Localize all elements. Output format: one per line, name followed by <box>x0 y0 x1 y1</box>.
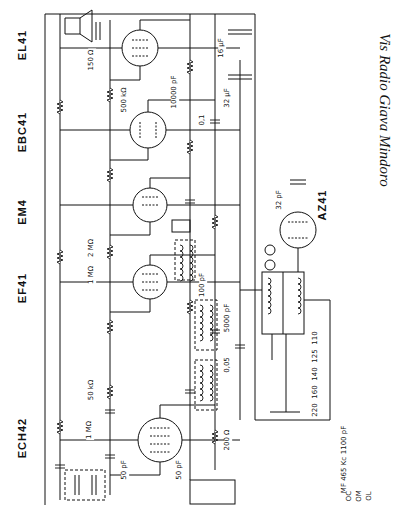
wire <box>110 14 215 495</box>
tube-name: AZ41 <box>316 189 328 222</box>
output-transformer <box>96 22 100 40</box>
resistor-symbol <box>57 420 63 434</box>
component-value: 160 <box>312 384 320 399</box>
tube-az41 <box>280 212 316 248</box>
coil-winding <box>210 365 213 401</box>
resistor-symbol <box>57 100 63 114</box>
tube-ebc41 <box>130 112 166 148</box>
component-value: OM <box>356 489 364 503</box>
coil-winding <box>190 245 193 281</box>
coil-winding <box>210 305 213 341</box>
capacitor-symbol <box>55 465 65 468</box>
component-value: OL <box>366 490 374 501</box>
resistor-symbol <box>107 88 113 102</box>
pilot-lamp <box>265 260 275 270</box>
resistor-symbol <box>187 140 193 154</box>
wire <box>240 248 330 420</box>
component-value: 150 Ω <box>88 49 96 72</box>
resistor-symbol <box>107 320 113 334</box>
resistor-symbol <box>187 300 193 314</box>
tube-name: EM4 <box>16 198 28 226</box>
component-value: 125 <box>312 348 320 363</box>
mains-tap <box>270 334 300 412</box>
resistor-symbol <box>212 430 218 444</box>
pilot-lamp <box>265 245 275 255</box>
coil-winding <box>180 245 183 281</box>
component-value: 10000 pF <box>171 75 179 110</box>
component-value: 140 <box>312 366 320 381</box>
component-value: OC <box>346 490 354 502</box>
title: Vis Radio Giava Mindoro <box>376 31 393 189</box>
tube-name: EL41 <box>16 29 28 61</box>
wire <box>140 20 215 418</box>
resistor-symbol <box>107 385 113 399</box>
wire <box>60 48 240 440</box>
tube-ech42 <box>138 418 182 462</box>
component-value: 32 µF <box>224 87 232 109</box>
capacitor-symbol <box>235 345 245 348</box>
component-value: 50 kΩ <box>88 379 96 402</box>
tube-electrode <box>132 40 308 452</box>
capacitor-symbol <box>105 410 115 413</box>
component-value: 100 pF <box>199 272 207 298</box>
component-value: 200 Ω <box>224 429 232 452</box>
resistor-symbol <box>107 168 113 182</box>
capacitor-symbol <box>228 30 306 184</box>
coil-unit <box>190 480 235 504</box>
component-value: MF 465 Kc <box>341 456 349 494</box>
capacitor-symbol <box>210 120 220 123</box>
component-value: 0,1 <box>199 113 207 126</box>
if-transformer <box>195 360 217 410</box>
loudspeaker <box>65 10 92 42</box>
component-value: 5000 pF <box>224 303 232 334</box>
component-value: 220 <box>312 402 320 417</box>
capacitor-symbol <box>105 455 115 458</box>
resistor-symbol <box>57 250 63 264</box>
component-value: 110 <box>312 330 320 345</box>
component-value: 32 pF <box>276 189 284 211</box>
component-value: 2 MΩ <box>88 238 96 258</box>
coil-winding <box>200 365 203 401</box>
component-value: 50 pF <box>176 459 184 481</box>
wire <box>110 66 160 475</box>
component-value: 0,05 <box>224 356 232 374</box>
resistor-symbol <box>187 60 193 74</box>
component-value: 16 µF <box>218 37 226 59</box>
capacitor-plates <box>75 475 96 495</box>
coil-winding <box>268 278 271 314</box>
tube-name: EF41 <box>16 272 28 304</box>
resistor-symbol <box>107 245 113 259</box>
coil-winding <box>200 305 203 341</box>
component-value: 1 MΩ <box>86 420 94 440</box>
capacitor-symbol <box>210 330 220 333</box>
gang-capacitor <box>65 470 105 500</box>
volume-control <box>172 220 190 232</box>
component-value: 1100 pF <box>341 425 349 456</box>
coil-winding <box>298 278 301 314</box>
supply-rail <box>45 14 330 505</box>
tube-name: ECH42 <box>16 417 28 459</box>
capacitor-symbol <box>185 200 195 203</box>
component-value: 1 MΩ <box>88 265 96 285</box>
component-value: 50 pF <box>121 459 129 481</box>
capacitor-symbol <box>185 390 195 393</box>
if-transformer <box>175 240 195 280</box>
resistor-symbol <box>212 215 218 229</box>
if-transformer <box>195 300 217 350</box>
tube-name: EBC41 <box>16 111 28 153</box>
component-value: 500 kΩ <box>121 87 129 114</box>
